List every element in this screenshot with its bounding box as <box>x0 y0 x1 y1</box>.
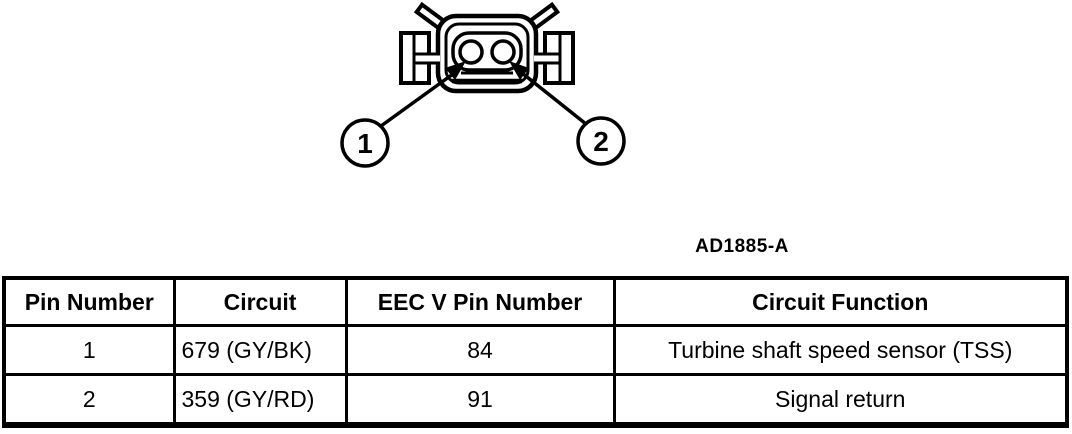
callout-1-number: 1 <box>357 128 373 159</box>
pin-number-cell: 2 <box>2 373 176 427</box>
connector-cavity <box>451 31 523 72</box>
circuit-function-cell: Turbine shaft speed sensor (TSS) <box>612 324 1069 376</box>
col-header-eec-v-pin-number: EEC V Pin Number <box>344 276 616 327</box>
circuit-function-cell: Signal return <box>612 373 1069 427</box>
callout-2-number: 2 <box>593 126 609 157</box>
callout-1-arrowhead <box>445 61 466 80</box>
circuit-cell: 359 (GY/RD) <box>172 373 348 427</box>
pin-2 <box>490 39 516 65</box>
table-row-pin-1: 1 679 (GY/BK) 84 Turbine shaft speed sen… <box>2 324 1069 376</box>
pinout-table: Pin Number Circuit EEC V Pin Number Circ… <box>2 276 1069 428</box>
callout-2-circle <box>576 116 626 166</box>
eec-v-pin-number-cell: 91 <box>344 373 616 427</box>
callout-2-leader-line <box>520 71 588 126</box>
col-header-circuit: Circuit <box>172 276 348 327</box>
connector-figure: 1 2 <box>340 1 626 168</box>
callout-1: 1 <box>340 61 466 168</box>
pin-number-cell: 1 <box>2 324 176 376</box>
table-header-row: Pin Number Circuit EEC V Pin Number Circ… <box>2 276 1069 327</box>
circuit-cell: 679 (GY/BK) <box>172 324 348 376</box>
pin-1 <box>458 39 484 65</box>
col-header-circuit-function: Circuit Function <box>612 276 1069 327</box>
connector-bracket-right <box>534 31 575 85</box>
callout-2: 2 <box>509 61 626 166</box>
callout-1-circle <box>340 118 390 168</box>
col-header-pin-number: Pin Number <box>2 276 176 327</box>
eec-v-pin-number-cell: 84 <box>344 324 616 376</box>
connector-drawing <box>399 1 575 94</box>
callout-2-arrowhead <box>509 61 529 80</box>
table-row-pin-2: 2 359 (GY/RD) 91 Signal return <box>2 373 1069 427</box>
connector-bracket-left <box>399 31 440 85</box>
callout-1-leader-line <box>379 72 455 128</box>
figure-id-label: AD1885-A <box>695 236 789 257</box>
